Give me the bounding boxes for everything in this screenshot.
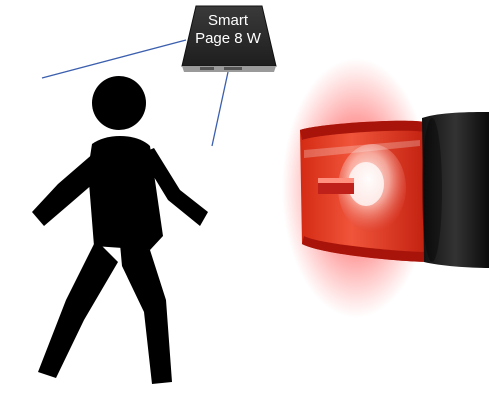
rotating-beacon-icon xyxy=(282,58,489,318)
walking-person-icon xyxy=(32,76,208,384)
device-label-line1: Smart xyxy=(186,12,270,30)
device-label-line2: Page 8 W xyxy=(186,30,270,48)
device-label: Smart Page 8 W xyxy=(186,12,270,48)
